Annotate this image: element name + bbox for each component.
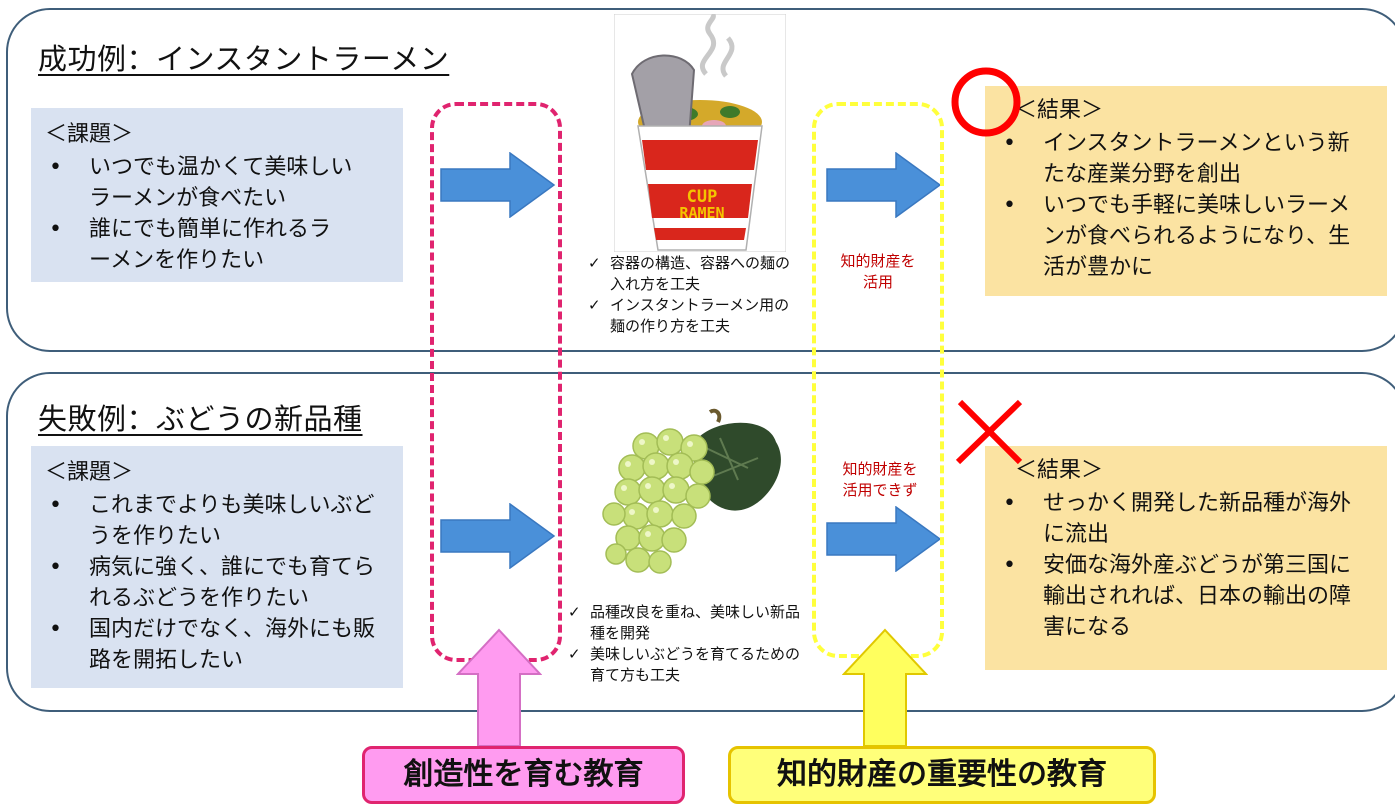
success-ip-note: 知的財産を 活用 <box>828 251 928 293</box>
success-result-item: いつでも手軽に美味しいラーメンが食べられるようになり、生活が豊かに <box>999 190 1363 283</box>
success-circle-mark-icon <box>951 67 1021 137</box>
failure-issue-item: 国内だけでなく、海外にも販路を開拓したい <box>45 614 379 676</box>
ip-dashed-frame <box>812 102 944 658</box>
creativity-up-arrow-icon <box>456 628 542 747</box>
failure-case-panel <box>6 372 1395 712</box>
failure-issue-arrow-icon <box>440 503 556 569</box>
failure-issue-heading: ＜課題＞ <box>45 460 134 485</box>
success-result-item: インスタントラーメンという新たな産業分野を創出 <box>999 128 1363 190</box>
svg-text:CUP: CUP <box>687 187 718 207</box>
failure-issue-item: これまでよりも美味しいぶどうを作りたい <box>45 490 379 552</box>
cup-ramen-icon: CUP RAMEN <box>614 14 786 252</box>
success-ip-note-line: 活用 <box>862 273 893 291</box>
success-result-box: ＜結果＞ インスタントラーメンという新たな産業分野を創出 いつでも手軽に美味しい… <box>985 86 1387 296</box>
success-issue-item: いつでも温かくて美味しいラーメンが食べたい <box>45 152 359 214</box>
creativity-dashed-frame <box>430 102 562 662</box>
failure-feature-item: 美味しいぶどうを育てるための育て方も工夫 <box>568 644 813 686</box>
failure-ip-note-line: 活用できず <box>842 481 918 499</box>
success-case-panel <box>6 8 1395 352</box>
svg-text:RAMEN: RAMEN <box>679 204 724 222</box>
success-ip-note-line: 知的財産を <box>840 252 916 270</box>
success-feature-item: 容器の構造、容器への麺の入れ方を工夫 <box>588 253 803 295</box>
failure-cross-mark-icon <box>955 399 1023 465</box>
failure-ip-note-line: 知的財産を <box>842 460 918 478</box>
success-feature-item: インスタントラーメン用の麺の作り方を工夫 <box>588 295 803 337</box>
failure-result-arrow-icon <box>826 506 942 572</box>
success-issue-box: ＜課題＞ いつでも温かくて美味しいラーメンが食べたい 誰にでも簡単に作れるラーメ… <box>31 108 403 282</box>
success-result-arrow-icon <box>826 152 942 218</box>
failure-feature-item: 品種改良を重ね、美味しい新品種を開発 <box>568 602 813 644</box>
ip-education-label: 知的財産の重要性の教育 <box>728 746 1156 804</box>
success-feature-list: 容器の構造、容器への麺の入れ方を工夫 インスタントラーメン用の麺の作り方を工夫 <box>588 253 803 337</box>
failure-feature-list: 品種改良を重ね、美味しい新品種を開発 美味しいぶどうを育てるための育て方も工夫 <box>568 602 813 686</box>
failure-result-box: ＜結果＞ せっかく開発した新品種が海外に流出 安価な海外産ぶどうが第三国に輸出さ… <box>985 446 1387 670</box>
failure-result-heading: ＜結果＞ <box>1015 458 1104 483</box>
grape-icon <box>602 408 781 574</box>
failure-issue-box: ＜課題＞ これまでよりも美味しいぶどうを作りたい 病気に強く、誰にでも育てられる… <box>31 446 403 688</box>
failure-result-item: 安価な海外産ぶどうが第三国に輸出されれば、日本の輸出の障害になる <box>999 550 1363 643</box>
failure-result-item: せっかく開発した新品種が海外に流出 <box>999 488 1363 550</box>
creativity-education-label: 創造性を育む教育 <box>362 746 685 804</box>
failure-ip-note: 知的財産を 活用できず <box>828 459 932 501</box>
success-result-heading: ＜結果＞ <box>1015 98 1104 123</box>
success-case-title: 成功例：インスタントラーメン <box>38 42 450 76</box>
success-issue-arrow-icon <box>440 152 556 218</box>
success-issue-item: 誰にでも簡単に作れるラーメンを作りたい <box>45 214 339 276</box>
success-issue-heading: ＜課題＞ <box>45 122 134 147</box>
failure-issue-item: 病気に強く、誰にでも育てられるぶどうを作りたい <box>45 552 379 614</box>
failure-case-title: 失敗例：ぶどうの新品種 <box>38 402 363 436</box>
ip-up-arrow-icon <box>842 628 928 747</box>
